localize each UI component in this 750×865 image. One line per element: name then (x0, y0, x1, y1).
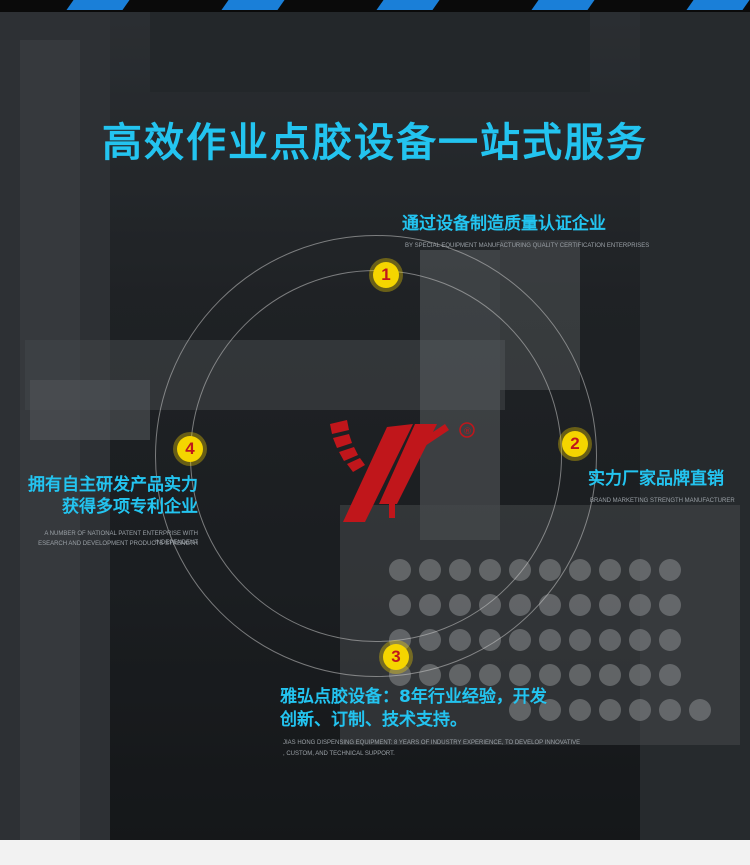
feature-number-badge: 2 (562, 431, 588, 457)
feature-4-subtitle-line1: A NUMBER OF NATIONAL PATENT ENTERPRISE W… (44, 531, 198, 546)
page-title: 高效作业点胶设备一站式服务 (102, 120, 648, 166)
feature-3-title-line2: 创新、订制、技术支持。 (280, 710, 467, 730)
outer-ring (155, 235, 597, 677)
feature-4-subtitle-line2: ESEARCH AND DEVELOPMENT PRODUCTS STRENGT… (38, 541, 198, 547)
top-stripe (531, 0, 595, 10)
feature-4-title-line1: 拥有自主研发产品实力 (28, 475, 198, 495)
feature-number-badge: 1 (373, 262, 399, 288)
top-stripe (376, 0, 440, 10)
feature-number-badge: 4 (177, 436, 203, 462)
feature-number-badge: 3 (383, 644, 409, 670)
dispenser-logo-icon: ® (330, 420, 475, 522)
feature-1-title: 通过设备制造质量认证企业 (402, 214, 606, 234)
top-stripe (686, 0, 750, 10)
top-stripe (66, 0, 130, 10)
feature-3-subtitle-line1: JIAS HONG DISPENSING EQUIPMENT: 8 YEARS … (283, 740, 581, 746)
footer-strip (0, 840, 750, 865)
top-stripe (221, 0, 285, 10)
feature-4-title-line2: 获得多项专利企业 (62, 497, 198, 517)
feature-3-title-line1: 雅弘点胶设备：8年行业经验，开发 (280, 687, 547, 707)
feature-2-title: 实力厂家品牌直销 (588, 469, 724, 489)
feature-3-subtitle-line2: , CUSTOM, AND TECHNICAL SUPPORT. (283, 751, 395, 757)
feature-1-subtitle: BY SPECIAL EQUIPMENT MANUFACTURING QUALI… (405, 243, 650, 249)
registered-mark: ® (463, 427, 472, 437)
hero-banner: 高效作业点胶设备一站式服务 ® 1 2 3 4 通过设备制造质量认证企业 BY … (0, 0, 750, 840)
feature-2-subtitle: BRAND MARKETING STRENGTH MANUFACTURER (590, 498, 735, 504)
